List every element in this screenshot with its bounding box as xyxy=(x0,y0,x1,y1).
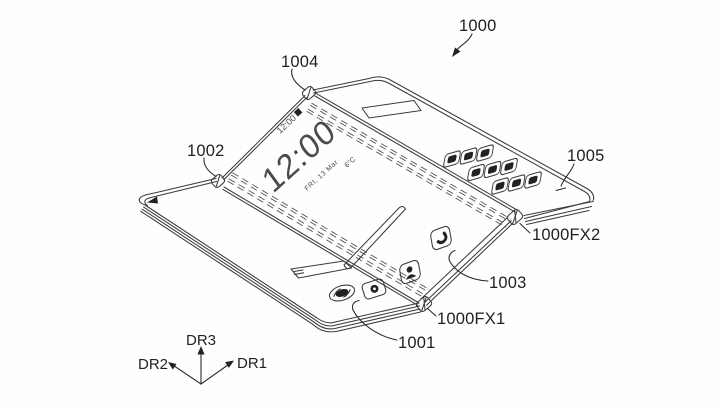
leader-1004 xyxy=(291,68,306,91)
axis-dr2-line xyxy=(171,363,202,385)
camera-app-icon xyxy=(361,278,387,300)
ref-label-1002: 1002 xyxy=(187,142,225,160)
app-icon xyxy=(500,157,518,176)
ref-label-1000fx2: 1000FX2 xyxy=(532,226,600,244)
app-icon xyxy=(483,160,502,179)
app-icon xyxy=(476,144,494,162)
app-icon xyxy=(459,147,478,165)
ref-label-1000fx1: 1000FX1 xyxy=(437,310,505,328)
widget-placeholder xyxy=(361,99,422,119)
fingerprint-icon xyxy=(328,284,356,302)
hinge-knuckle-1004 xyxy=(301,85,317,101)
reference-labels: 1000 1004 1002 1005 1000FX2 1003 1000FX1… xyxy=(187,17,605,352)
contacts-app-icon xyxy=(399,259,421,285)
clock-time: 12:00 xyxy=(256,112,343,201)
search-bar-glyph xyxy=(293,269,305,276)
leader-1000 xyxy=(455,33,473,52)
ref-label-1004: 1004 xyxy=(281,53,319,71)
fold-line-fx2-dashed xyxy=(306,102,512,228)
ref-label-1003: 1003 xyxy=(489,274,527,292)
axis-dr1-line xyxy=(200,362,231,385)
direction-axes: DR3 DR1 DR2 xyxy=(138,332,267,385)
leader-1005 xyxy=(555,163,575,192)
app-icon xyxy=(467,163,485,182)
app-icon xyxy=(524,171,542,189)
status-notification-icon xyxy=(293,108,303,117)
status-time: 12:00 xyxy=(275,113,298,136)
clock-widget: 12:00 FRI, 13 Mar 6°C xyxy=(256,112,357,201)
leader-1001 xyxy=(351,299,398,341)
app-icon xyxy=(491,177,509,195)
fold-line-fx1-dashed xyxy=(227,172,427,297)
hinge-knuckle-fx2 xyxy=(506,208,524,226)
phone-app-icon xyxy=(430,225,452,251)
axis-label-dr3: DR3 xyxy=(186,332,216,349)
device-bottom-edge xyxy=(140,204,422,333)
right-panel-edges xyxy=(312,76,595,226)
left-cover-panel xyxy=(138,177,218,207)
main-panel-edges xyxy=(221,93,517,306)
leader-lines xyxy=(203,33,575,341)
weather-temperature: 6°C xyxy=(342,155,357,170)
app-icon xyxy=(443,150,461,168)
hinge-knuckle-1002 xyxy=(210,173,226,189)
leader-1003 xyxy=(448,249,489,282)
axis-dr2-arrowhead xyxy=(168,362,177,370)
stylus-bar-widget xyxy=(343,205,407,270)
ref-label-1000: 1000 xyxy=(459,17,497,35)
app-grid-icons xyxy=(443,144,542,195)
search-bar-widget xyxy=(290,260,353,279)
axis-label-dr1: DR1 xyxy=(237,355,267,372)
ref-label-1001: 1001 xyxy=(398,334,436,352)
leader-1000fx2 xyxy=(519,222,531,234)
app-icon xyxy=(507,174,526,192)
ref-label-1005: 1005 xyxy=(567,147,605,165)
cover-arrow-icon xyxy=(147,196,158,204)
leader-1000fx1 xyxy=(426,307,437,317)
arrowhead-1000 xyxy=(452,47,461,57)
axis-dr1-arrowhead xyxy=(225,360,234,368)
axis-label-dr2: DR2 xyxy=(138,356,168,373)
axis-dr3-arrowhead xyxy=(197,346,205,355)
leader-1002 xyxy=(203,157,217,178)
